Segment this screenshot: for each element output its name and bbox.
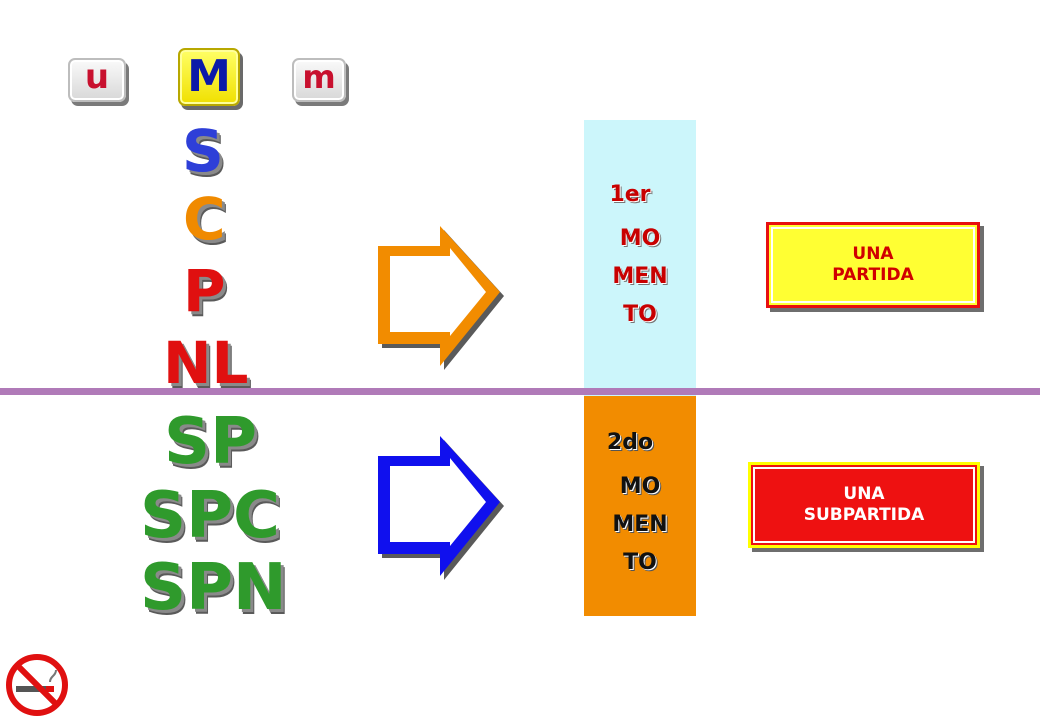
label-una-subpartida: UNA SUBPARTIDA (748, 462, 980, 548)
label-1-line-1: UNA (852, 243, 894, 264)
moment-1-panel: 1er MO MEN TO (584, 120, 696, 396)
moment-2-line-1: 2do (606, 430, 654, 455)
key-M: M (178, 48, 240, 106)
moment-1-line-3: MEN (612, 264, 668, 289)
arrow-right-icon (378, 226, 504, 370)
moment-1-line-2: MO (619, 226, 661, 251)
key-M-label: M (187, 51, 231, 102)
letter-spn: SPN (139, 551, 289, 625)
key-m-label: m (302, 58, 336, 96)
label-2-line-2: SUBPARTIDA (803, 505, 925, 525)
letter-c: C (182, 185, 228, 253)
letter-p: P (182, 257, 227, 325)
label-una-partida: UNA PARTIDA (766, 222, 980, 308)
moment-2-line-2: MO (619, 474, 661, 499)
moment-2-line-4: TO (623, 550, 657, 575)
letter-nl: NL (162, 329, 250, 397)
moment-1-line-1: 1er (609, 182, 651, 207)
arrow-right-icon (378, 436, 504, 580)
letter-sp: SP (163, 405, 259, 479)
letter-spc: SPC (139, 479, 282, 553)
key-u: u (68, 58, 126, 102)
key-u-label: u (84, 57, 110, 97)
divider-line (0, 388, 1040, 395)
moment-1-line-4: TO (623, 302, 657, 327)
key-m: m (292, 58, 346, 102)
moment-2-panel: 2do MO MEN TO (584, 396, 696, 616)
label-1-line-2: PARTIDA (832, 265, 914, 285)
no-smoking-icon (6, 654, 68, 716)
label-2-line-1: UNA (843, 483, 885, 504)
moment-2-line-3: MEN (612, 512, 668, 537)
letter-s: S (181, 117, 226, 185)
